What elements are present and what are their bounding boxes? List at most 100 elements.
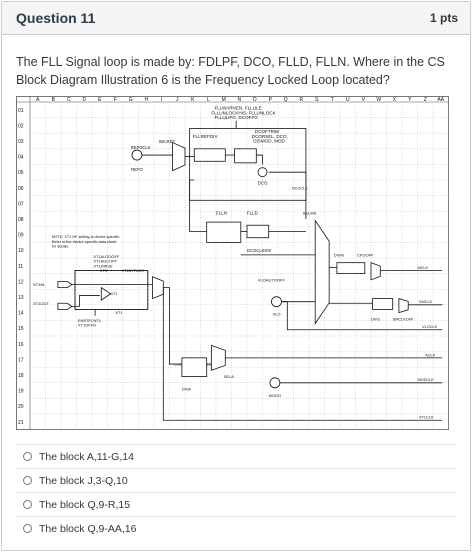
row-label: 14 bbox=[18, 311, 24, 317]
diagram-label: FLLUNLOCKHIS, FLLUNLOCK bbox=[211, 110, 276, 115]
answer-option[interactable]: The block J,3-Q,10 bbox=[16, 468, 456, 492]
diagram-label: FLLN bbox=[216, 210, 227, 215]
radio-button[interactable] bbox=[23, 476, 32, 485]
answer-option[interactable]: The block A,11-G,14 bbox=[16, 444, 456, 468]
column-label: B bbox=[52, 97, 56, 103]
column-label: M bbox=[222, 97, 226, 103]
diagram-label: DCORSEL, DCO, bbox=[252, 134, 288, 139]
diagram-label: NOTE: XT1 HF setting is device specific. bbox=[52, 235, 121, 239]
column-label: X bbox=[393, 97, 397, 103]
diagram-label: VLOAUTOOFF bbox=[258, 277, 286, 282]
xt1-dashed-outline bbox=[74, 270, 149, 310]
row-label: 07 bbox=[18, 201, 24, 207]
answer-label: The block A,11-G,14 bbox=[39, 450, 134, 463]
diagram-label: FLLD bbox=[247, 210, 258, 215]
flld-divider bbox=[246, 224, 270, 239]
row-label: 05 bbox=[18, 170, 24, 176]
diagram-label: XT1DRIVE bbox=[94, 263, 113, 268]
row-label: 01 bbox=[18, 108, 24, 114]
radio-button[interactable] bbox=[23, 452, 32, 461]
column-label: V bbox=[362, 97, 366, 103]
selms-mux bbox=[314, 219, 330, 325]
column-label: N bbox=[237, 97, 241, 103]
column-label: A bbox=[36, 97, 40, 103]
column-label: W bbox=[376, 97, 381, 103]
modo-oscillator bbox=[269, 377, 281, 389]
diagram-label: SMCLKOFF bbox=[393, 317, 414, 321]
diagram-label: for details. bbox=[52, 245, 70, 249]
row-label: 02 bbox=[18, 123, 24, 129]
column-label: Y bbox=[408, 97, 412, 103]
diagram-label: ACLK bbox=[425, 353, 435, 357]
mclk-divider bbox=[336, 262, 366, 274]
signal-line bbox=[162, 287, 443, 421]
diagram-label: REFOCLK bbox=[131, 145, 151, 150]
column-label: K bbox=[191, 97, 195, 103]
xt1-block bbox=[74, 270, 149, 310]
column-label: D bbox=[82, 97, 86, 103]
column-label: I bbox=[161, 97, 162, 103]
row-label: 19 bbox=[18, 389, 24, 395]
xt1-inner-label: XT1 bbox=[111, 292, 118, 296]
mclk-gate bbox=[370, 262, 381, 281]
diagram-label: DISMOD, MOD bbox=[253, 138, 285, 143]
column-label: F bbox=[114, 97, 117, 103]
xt1-mux bbox=[152, 276, 164, 300]
diagram-frame bbox=[16, 96, 449, 431]
column-label: H bbox=[144, 97, 148, 103]
signal-line bbox=[281, 301, 443, 331]
column-label: Z bbox=[424, 97, 427, 103]
smclk-divider bbox=[372, 298, 394, 310]
row-label: 18 bbox=[18, 373, 24, 379]
column-label: C bbox=[67, 97, 71, 103]
row-label: 06 bbox=[18, 186, 24, 192]
column-label: U bbox=[346, 97, 350, 103]
signal-line bbox=[268, 171, 307, 219]
xt1in-pin bbox=[57, 280, 73, 289]
column-label: AA bbox=[437, 97, 444, 103]
fd-lpf-block bbox=[234, 148, 257, 164]
diagram-label: SELA bbox=[224, 374, 235, 379]
diagram-label: SMCLK bbox=[419, 300, 433, 304]
fll-block bbox=[189, 128, 307, 201]
vlo-oscillator bbox=[271, 296, 282, 308]
diagram-shapes bbox=[57, 120, 443, 421]
dco-oscillator bbox=[257, 167, 268, 178]
diagram-label: Refer to the device-specific data sheet bbox=[52, 240, 118, 244]
xt1out-pin bbox=[57, 302, 73, 310]
answer-option[interactable]: The block Q,9-R,15 bbox=[16, 492, 456, 516]
radio-button[interactable] bbox=[23, 500, 32, 509]
column-label: P bbox=[269, 97, 273, 103]
row-label: 08 bbox=[18, 217, 24, 223]
column-label: O bbox=[253, 97, 257, 103]
answer-label: The block J,3-Q,10 bbox=[39, 474, 128, 487]
signal-line bbox=[71, 295, 100, 307]
column-label: T bbox=[331, 97, 334, 103]
signal-line bbox=[163, 287, 178, 365]
diagram-label: FLLWARNEN, FLLULE bbox=[214, 106, 261, 111]
column-label: S bbox=[315, 97, 319, 103]
diagram-label: DIVM bbox=[334, 252, 344, 257]
answer-option[interactable]: The block Q,9-AA,16 bbox=[16, 516, 456, 540]
column-label: E bbox=[98, 97, 102, 103]
column-label: G bbox=[129, 97, 133, 103]
diagram-label: XT1OUT bbox=[33, 301, 49, 306]
sela-mux bbox=[210, 344, 226, 371]
row-label: 17 bbox=[18, 357, 24, 363]
dcoclk-label: DCOCLK bbox=[292, 186, 308, 190]
radio-button[interactable] bbox=[23, 524, 32, 533]
row-label: 04 bbox=[18, 155, 24, 161]
diagram-label: MCLK bbox=[418, 266, 429, 270]
signal-line bbox=[189, 179, 207, 232]
diagram-label: XT1OFFG bbox=[78, 323, 96, 328]
diagram-label: FLLULIFG, DCOFFG bbox=[214, 115, 258, 120]
row-label: 11 bbox=[18, 264, 23, 270]
row-label: 16 bbox=[18, 342, 24, 348]
selref-mux bbox=[172, 141, 186, 172]
diagram-label: XT1 bbox=[115, 310, 123, 315]
row-label: 10 bbox=[18, 248, 24, 254]
fll-ref-divider bbox=[193, 148, 226, 162]
signal-line bbox=[256, 154, 263, 165]
